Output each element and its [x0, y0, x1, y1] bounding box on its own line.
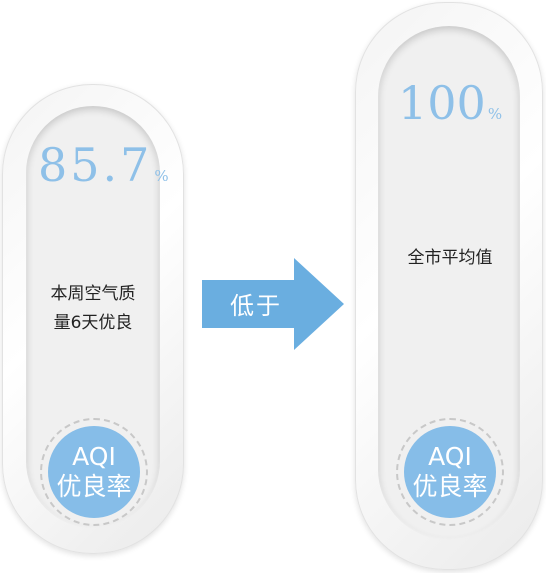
left-aqi-badge: AQI 优良率: [40, 418, 148, 526]
right-description: 全市平均值: [390, 244, 510, 273]
left-description-line1: 本周空气质: [50, 284, 136, 304]
arrow-right-icon: [202, 258, 344, 350]
right-aqi-badge: AQI 优良率: [396, 418, 504, 526]
left-percent-unit: %: [154, 167, 169, 185]
right-percent-number: 100: [398, 76, 486, 130]
left-description: 本周空气质 量6天优良: [40, 280, 146, 338]
right-percent-unit: %: [487, 105, 503, 123]
right-description-line1: 全市平均值: [407, 248, 493, 268]
left-badge-rate-text: 优良率: [56, 472, 132, 501]
arrow-label: 低于: [230, 292, 282, 320]
right-badge-aqi-text: AQI: [428, 442, 472, 471]
left-description-line2: 量6天优良: [53, 313, 133, 333]
left-badge-aqi-text: AQI: [72, 442, 116, 471]
left-percent-value: 85.7%: [38, 138, 169, 192]
left-aqi-badge-fill: AQI 优良率: [48, 426, 140, 518]
right-aqi-badge-fill: AQI 优良率: [404, 426, 496, 518]
left-percent-number: 85.7: [38, 138, 153, 192]
right-percent-value: 100%: [398, 76, 502, 130]
right-badge-rate-text: 优良率: [412, 472, 488, 501]
